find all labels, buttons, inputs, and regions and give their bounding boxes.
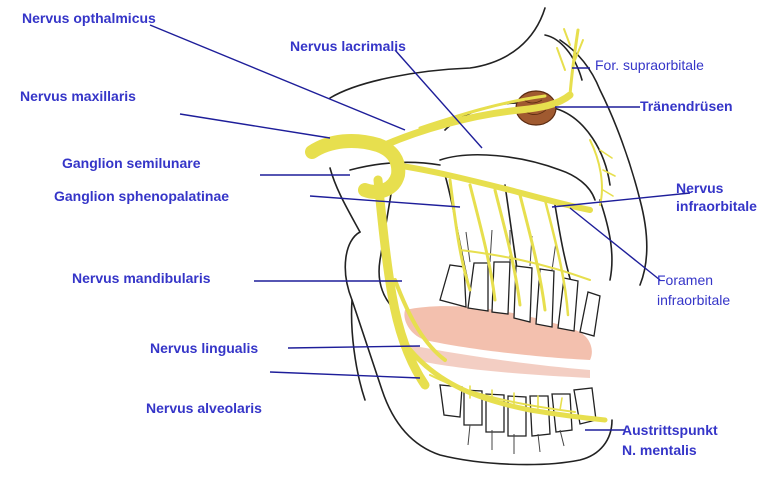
label-austrittspunkt-line2: N. mentalis [622,442,697,458]
label-nervus-infraorbitalis-line1: Nervus [676,180,723,196]
label-for-supraorbitale: For. supraorbitale [595,57,704,73]
label-nervus-lingualis: Nervus lingualis [150,340,258,356]
leader-infraorbitalis [552,193,690,207]
label-traenendruesen: Tränendrüsen [640,98,733,114]
label-nervus-lacrimalis: Nervus lacrimalis [290,38,406,54]
label-nervus-infraorbitalis-line2: infraorbitale [676,198,757,214]
label-nervus-alveolaris: Nervus alveolaris [146,400,262,416]
label-ganglion-sphenopalatinae: Ganglion sphenopalatinae [54,188,229,204]
leader-alveolaris [270,372,420,378]
label-foramen-infraorbitale-line1: Foramen [657,272,713,288]
label-austrittspunkt-line1: Austrittspunkt [622,422,718,438]
label-foramen-infraorbitale-line2: infraorbitale [657,292,730,308]
label-nervus-mandibularis: Nervus mandibularis [72,270,211,286]
label-nervus-ophthalmicus: Nervus opthalmicus [22,10,156,26]
label-ganglion-semilunare: Ganglion semilunare [62,155,200,171]
leader-maxillaris [180,114,330,138]
leader-lingualis [288,346,420,348]
label-nervus-maxillaris: Nervus maxillaris [20,88,136,104]
lower-teeth [440,385,596,436]
